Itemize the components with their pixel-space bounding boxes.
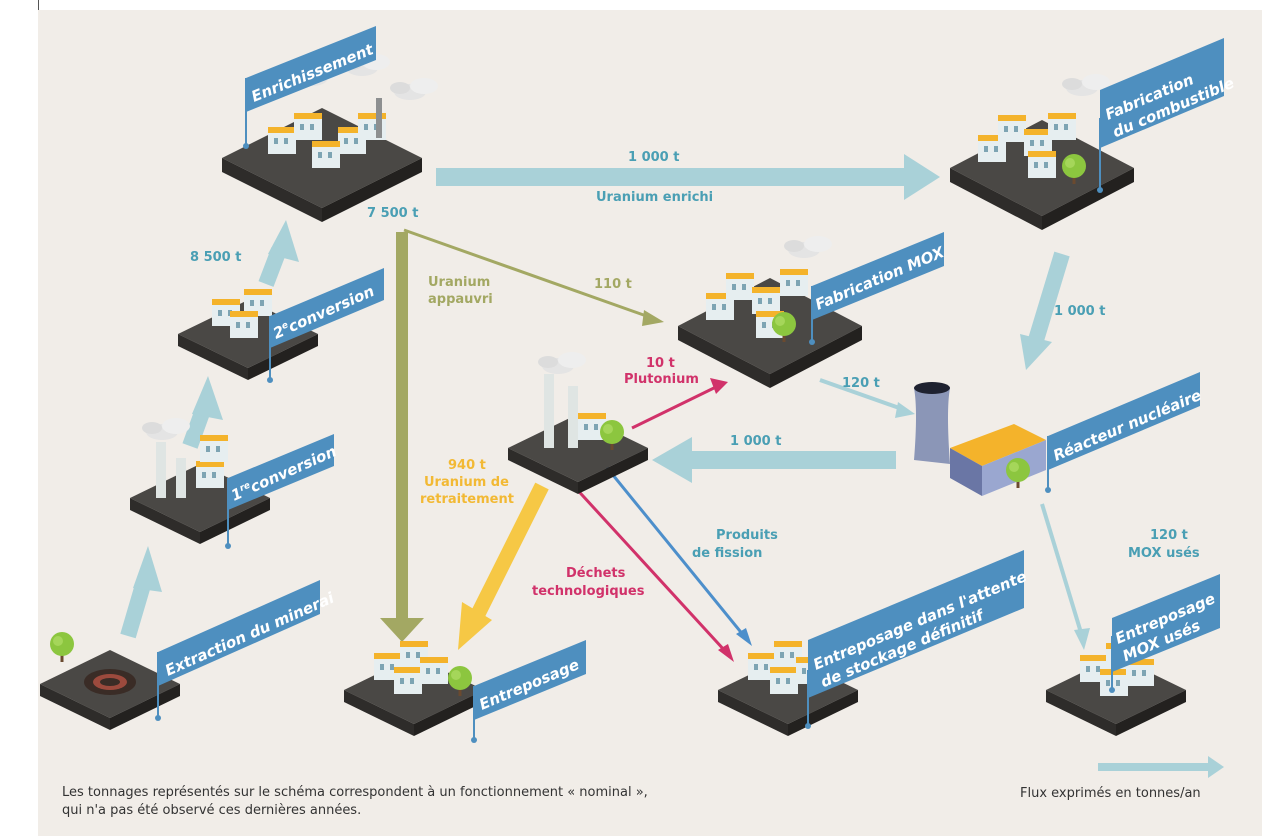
station-reprocessing	[508, 352, 648, 494]
flow-8500: 8 500 t	[190, 250, 242, 265]
arrow-enrichment-to-fabrication	[436, 154, 940, 200]
arrow-fabrication-to-reactor	[1020, 251, 1070, 370]
flow-spent-mox-qty: 120 t	[1150, 528, 1188, 543]
flow-7500: 7 500 t	[367, 206, 419, 221]
arrow-reactor-to-reprocessing	[652, 437, 896, 483]
station-mox-fabrication	[678, 236, 862, 388]
arrow-conversion2-to-enrichment	[258, 220, 299, 287]
station-reactor	[914, 382, 1046, 496]
flow-enriched-qty: 1 000 t	[628, 150, 680, 165]
flow-fission-line2: de fission	[692, 546, 763, 561]
flow-reprocessed-qty: 940 t	[448, 458, 486, 473]
flow-reprocessed-line2: retraitement	[420, 492, 514, 507]
flag-extraction: Extraction du minerai	[155, 580, 338, 721]
arrow-depleted-to-storage	[380, 232, 424, 642]
flow-spent-mox-name: MOX usés	[1128, 546, 1200, 561]
arrow-extraction-to-conversion1	[120, 546, 162, 639]
arrow-mox-to-reactor	[819, 378, 915, 418]
flow-reprocessed-line1: Uranium de	[424, 475, 509, 490]
corner-rule	[38, 0, 39, 14]
footnote: Les tonnages représentés sur le schéma c…	[62, 784, 648, 820]
flow-plutonium-qty: 10 t	[646, 356, 675, 371]
flag-reactor: Réacteur nucléaire	[1045, 372, 1204, 493]
flow-mox-to-reactor: 120 t	[842, 376, 880, 391]
footnote-line1: Les tonnages représentés sur le schéma c…	[62, 785, 648, 800]
waste-storage-line1: Entreposage dans l'attente	[811, 567, 1030, 673]
flag-storage: Entreposage	[471, 640, 586, 743]
flag-conversion2: 2econversion	[267, 268, 384, 383]
arrow-reactor-to-spent-mox	[1040, 503, 1090, 650]
extraction-label: Extraction du minerai	[162, 588, 337, 679]
flow-waste-line2: technologiques	[532, 584, 645, 599]
flow-fission-line1: Produits	[716, 528, 778, 543]
station-enrichment	[222, 54, 438, 222]
flow-reactor-to-reprocessing: 1 000 t	[730, 434, 782, 449]
arrow-plutonium	[631, 378, 728, 430]
flow-waste-line1: Déchets	[566, 566, 626, 581]
flow-plutonium-name: Plutonium	[624, 372, 699, 387]
station-storage	[344, 641, 484, 736]
station-conversion1	[130, 418, 270, 544]
flow-depleted-line1: Uranium	[428, 275, 491, 290]
conversion2-sup: e	[280, 320, 290, 332]
arrow-technological-waste	[570, 482, 734, 662]
flow-fuel-to-reactor: 1 000 t	[1054, 304, 1106, 319]
arrow-depleted-to-mox	[403, 228, 664, 326]
flow-mox-input: 110 t	[594, 277, 632, 292]
flow-enriched-name: Uranium enrichi	[596, 190, 714, 205]
footnote-line2: qui n'a pas été observé ces dernières an…	[62, 803, 362, 818]
legend-label: Flux exprimés en tonnes/an	[1020, 786, 1201, 801]
legend-arrow	[1098, 756, 1224, 778]
station-extraction	[40, 632, 180, 730]
arrow-fission-products	[602, 463, 752, 646]
flow-depleted-line2: appauvri	[428, 292, 493, 307]
conversion1-sup: re	[238, 481, 252, 494]
station-fuel-fabrication	[950, 74, 1134, 230]
arrow-conversion1-to-conversion2	[182, 376, 223, 449]
flag-conversion1: 1reconversion	[225, 434, 339, 549]
arrow-reprocessed-uranium	[458, 482, 549, 650]
